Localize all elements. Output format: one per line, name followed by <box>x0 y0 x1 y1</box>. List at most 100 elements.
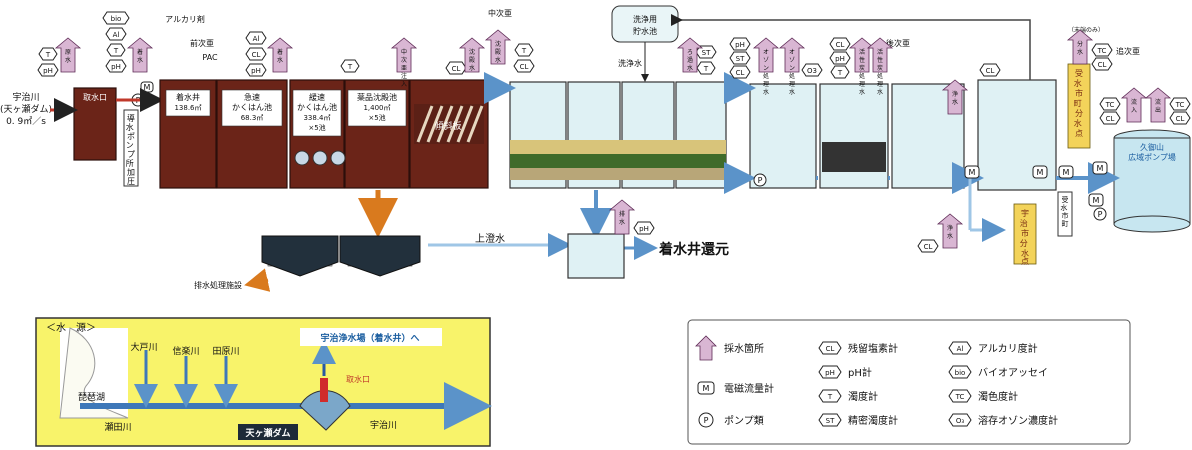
sensor-cl-icon: CL <box>829 37 851 51</box>
plate-settler-label: 傾斜板 <box>434 120 461 132</box>
svg-text:Al: Al <box>113 31 120 39</box>
legend-label: 濁度計 <box>848 390 878 403</box>
tank-spec: ×5池 <box>368 113 385 122</box>
legend <box>687 319 1131 445</box>
return-to-well-label: 着水井還元 <box>658 241 729 258</box>
label-line: 貯水池 <box>633 26 657 36</box>
tank-gac <box>819 83 889 189</box>
label-line: (天ヶ瀬ダム) <box>0 103 52 115</box>
svg-text:沈: 沈 <box>469 48 475 56</box>
svg-text:ゾ: ゾ <box>789 57 795 64</box>
lake-label: 琵琶湖 <box>78 392 105 403</box>
legend-label: pH計 <box>848 366 872 379</box>
tank-label-sedimentation: 薬品沈殿池 1,400㎡×5池 <box>347 89 407 127</box>
svg-text:水: 水 <box>277 56 283 64</box>
sensor-ph-icon: pH <box>633 221 655 235</box>
tank-name: かくはん池 <box>232 102 272 112</box>
svg-text:炭: 炭 <box>859 65 865 72</box>
svg-text:オ: オ <box>789 49 795 56</box>
sensor-t-icon: T <box>830 65 850 79</box>
legend-label: 電磁流量計 <box>724 382 774 395</box>
svg-text:性: 性 <box>877 56 883 64</box>
svg-text:水: 水 <box>469 64 475 72</box>
filters <box>509 81 727 189</box>
svg-text:CL: CL <box>836 41 845 49</box>
sensor-t-icon: T <box>696 61 716 75</box>
svg-text:CL: CL <box>520 63 529 71</box>
svg-text:中: 中 <box>401 48 407 56</box>
destination-label: 宇治浄水場（着水井）へ <box>320 332 419 344</box>
svg-text:水: 水 <box>65 56 71 64</box>
branch-uji-box <box>1013 203 1037 265</box>
sensor-cl-icon: CL <box>729 65 751 79</box>
river-1-label: 大戸川 <box>130 341 157 353</box>
sensor-t-icon: T <box>340 59 360 73</box>
svg-text:T: T <box>45 51 51 59</box>
svg-text:沈: 沈 <box>495 40 501 48</box>
return-line <box>671 14 1031 80</box>
legend-label: 採水箇所 <box>724 342 764 355</box>
dam-label: 天ヶ瀬ダム <box>245 427 290 439</box>
svg-text:ン: ン <box>789 65 795 72</box>
svg-text:P: P <box>1098 210 1103 219</box>
distribution-tank <box>1113 137 1191 225</box>
svg-text:pH: pH <box>735 41 745 49</box>
river-3-label: 田原川 <box>212 346 239 357</box>
sensor-cl-icon: CL <box>513 59 535 73</box>
tank-name: 薬品沈殿池 <box>357 92 397 102</box>
svg-text:CL: CL <box>736 69 745 77</box>
svg-text:TC: TC <box>955 393 965 401</box>
legend-label: 溶存オゾン濃度計 <box>978 414 1058 427</box>
tank-name: かくはん池 <box>297 102 337 112</box>
svg-text:殿: 殿 <box>469 57 475 64</box>
svg-text:亜: 亜 <box>401 65 407 72</box>
svg-text:理: 理 <box>763 81 769 88</box>
flow-meter-m-icon: M <box>1092 161 1108 175</box>
svg-text:炭: 炭 <box>877 65 883 72</box>
svg-text:処: 処 <box>763 72 769 80</box>
tank-spec: 68.3㎡ <box>241 114 264 122</box>
svg-text:入: 入 <box>1131 107 1137 114</box>
juyo-city-town-label: 受水 市町 <box>1060 195 1069 228</box>
tank-spec: 1,400㎡ <box>363 104 390 112</box>
legend-label: バイオアッセイ <box>978 367 1048 379</box>
seta-river-label: 瀬田川 <box>104 421 131 433</box>
legend-label: 濁色度計 <box>978 390 1018 403</box>
svg-text:M: M <box>144 83 151 92</box>
legend-item: TC 濁色度計 <box>948 389 1018 403</box>
svg-text:CL: CL <box>1176 115 1185 123</box>
legend-item: T 濁度計 <box>818 389 878 403</box>
post-chlorine-label: 後次亜 <box>886 38 910 48</box>
svg-text:原: 原 <box>65 49 71 56</box>
svg-text:処: 処 <box>859 72 865 80</box>
legend-item: 採水箇所 <box>695 335 764 361</box>
svg-text:pH: pH <box>111 63 121 71</box>
svg-text:入: 入 <box>401 81 407 88</box>
svg-text:P: P <box>758 176 763 185</box>
sampling-arrow-icon: 流出 <box>1144 87 1172 123</box>
svg-text:T: T <box>347 63 353 71</box>
svg-text:CL: CL <box>1106 115 1115 123</box>
svg-text:ST: ST <box>736 55 745 63</box>
svg-text:T: T <box>703 65 709 73</box>
svg-text:着: 着 <box>277 48 283 56</box>
svg-text:水: 水 <box>763 88 769 96</box>
flow-meter-m-icon: M <box>1088 193 1104 207</box>
svg-text:水: 水 <box>947 232 953 240</box>
sampling-arrow-icon: 沈殿水 <box>458 37 486 73</box>
branch-uji-label: 宇治 市分 水点 <box>1020 208 1031 266</box>
svg-text:CL: CL <box>826 345 835 353</box>
svg-text:CL: CL <box>252 51 261 59</box>
sensor-cl-icon: CL <box>917 239 939 253</box>
svg-text:流: 流 <box>1131 98 1137 106</box>
svg-text:T: T <box>827 393 833 401</box>
svg-text:CL: CL <box>1098 61 1107 69</box>
sampling-arrow-icon: 分水 <box>1066 29 1094 65</box>
sensor-o3-icon: O3 <box>801 63 823 77</box>
